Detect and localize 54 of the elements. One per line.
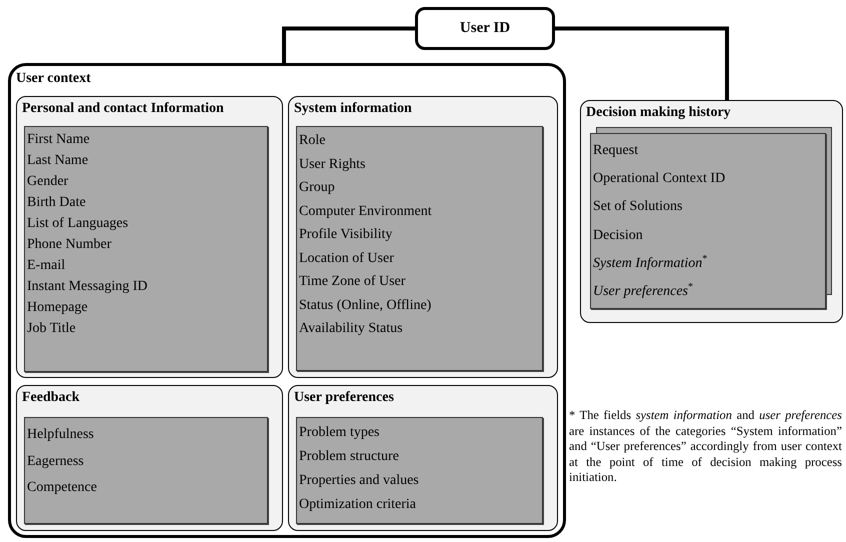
group-panel <box>580 100 843 323</box>
field-name: User preferences$^{*}$ <box>593 280 693 302</box>
field-name: Profile Visibility <box>299 226 392 244</box>
field-name: Last Name <box>27 152 88 170</box>
field-name: Location of User <box>299 250 394 268</box>
field-name: Availability Status <box>299 320 403 338</box>
field-name: List of Languages <box>27 215 128 233</box>
field-name: Job Title <box>27 320 76 338</box>
field-name: E-mail <box>27 257 66 275</box>
field-list-box <box>590 133 826 309</box>
field-name: Instant Messaging ID <box>27 278 148 296</box>
field-name: Time Zone of User <box>299 273 406 291</box>
group-heading: User preferences <box>294 390 394 406</box>
field-name: Set of Solutions <box>593 198 682 216</box>
field-name: System Information$^{*}$ <box>593 252 708 273</box>
footnote: * The fields system information and user preferences are instances of the categories “System information” and “User preferences” accordingly from user context at the point of time of decision making process initiation. <box>569 408 842 486</box>
connector-line <box>555 26 729 100</box>
field-list-box <box>296 126 543 371</box>
field-name: Properties and values <box>299 472 419 490</box>
context-container <box>8 63 566 538</box>
field-list-box <box>24 417 268 524</box>
group-panel <box>16 96 283 378</box>
field-name: Eagerness <box>27 452 84 470</box>
field-name: Operational Context ID <box>593 170 726 188</box>
field-name: Homepage <box>27 299 88 317</box>
field-name: Problem structure <box>299 448 399 466</box>
field-name: Group <box>299 179 335 197</box>
group-heading: Personal and contact Information <box>22 101 224 117</box>
group-heading: System information <box>294 101 412 117</box>
field-name: Status (Online, Offline) <box>299 296 432 314</box>
field-list-box <box>296 417 543 524</box>
field-name: Helpfulness <box>27 426 94 444</box>
field-name: Problem types <box>299 424 380 442</box>
group-heading: User context <box>16 71 91 87</box>
node-title: User ID <box>458 20 512 37</box>
group-panel <box>288 96 558 378</box>
field-name: Computer Environment <box>299 202 432 220</box>
field-name: User Rights <box>299 156 366 174</box>
group-heading: Feedback <box>22 390 80 406</box>
field-name: Birth Date <box>27 194 86 212</box>
field-name: Optimization criteria <box>299 496 416 514</box>
group-panel <box>16 385 283 531</box>
field-name: Phone Number <box>27 236 112 254</box>
field-name: Decision <box>593 226 643 245</box>
field-list-box <box>24 126 268 372</box>
field-name: First Name <box>27 131 90 149</box>
group-panel <box>288 385 558 531</box>
field-name: Request <box>593 142 638 160</box>
field-name: Role <box>299 132 326 150</box>
field-name: Gender <box>27 173 68 191</box>
id-box <box>415 7 555 50</box>
group-heading: Decision making history <box>586 105 731 121</box>
connector-line <box>282 26 415 63</box>
field-name: Competence <box>27 479 97 497</box>
